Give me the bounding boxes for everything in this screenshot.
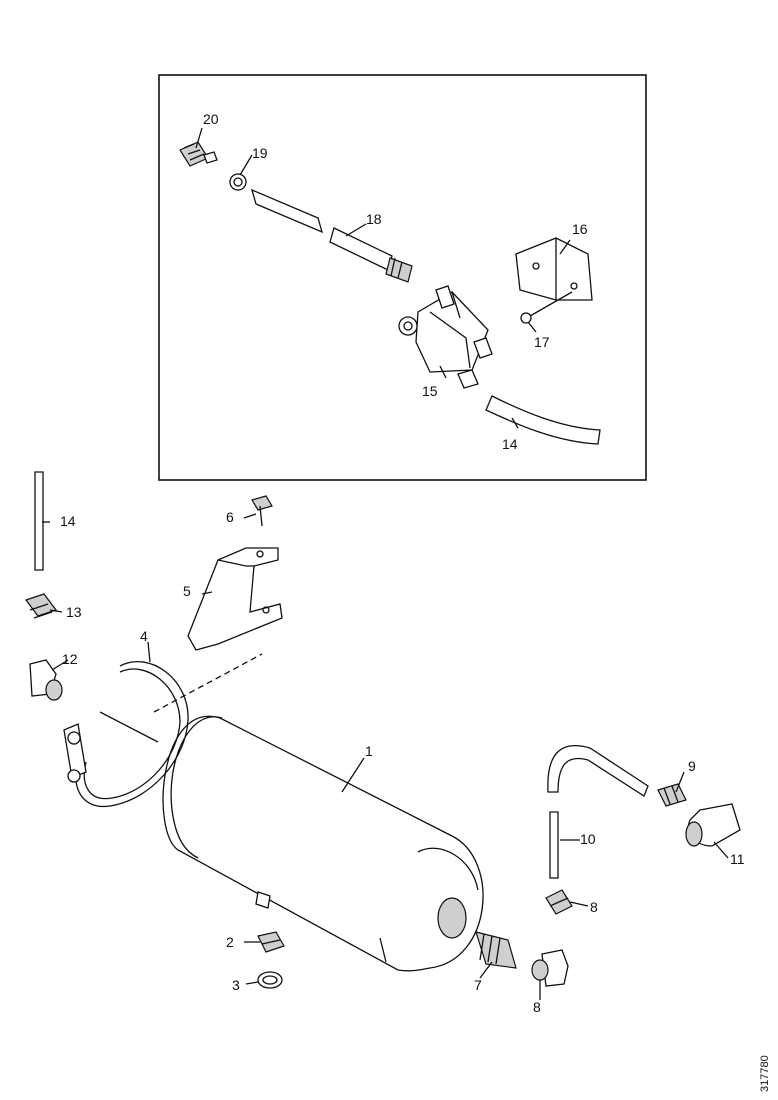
part-16-bracket <box>515 237 593 301</box>
part-17-screw <box>520 291 573 324</box>
part-6-bolt <box>251 495 273 527</box>
callout-5: 5 <box>183 583 191 599</box>
callout-13: 13 <box>66 604 82 620</box>
callout-17: 17 <box>534 334 550 350</box>
part-7-connector <box>475 931 517 969</box>
part-2-drain-plug <box>257 931 285 953</box>
callout-16: 16 <box>572 221 588 237</box>
part-18-hose-fitting <box>385 257 413 283</box>
callout-6: 6 <box>226 509 234 525</box>
part-14-pipe-left <box>34 471 44 571</box>
part-14-hose-inset <box>485 395 601 445</box>
leader-lines <box>42 513 729 1000</box>
callout-2: 2 <box>226 934 234 950</box>
part-5-bracket <box>187 547 283 651</box>
callout-8-lower: 8 <box>533 999 541 1015</box>
callout-3: 3 <box>232 977 240 993</box>
callout-15: 15 <box>422 383 438 399</box>
part-10-pipe <box>547 745 649 879</box>
detail-inset <box>158 74 647 481</box>
part-11-valve <box>685 803 741 847</box>
callout-14-inset: 14 <box>502 436 518 452</box>
callout-20: 20 <box>203 111 219 127</box>
callout-18: 18 <box>366 211 382 227</box>
strap-tie-rods <box>99 653 263 743</box>
part-19-nut <box>229 173 247 191</box>
figure-number: 317780 <box>759 1055 771 1092</box>
part-1-air-tank <box>162 715 484 972</box>
part-9-fitting-upper <box>657 783 687 807</box>
part-9-fitting-lower <box>545 889 573 915</box>
part-8-elbow <box>531 949 569 987</box>
part-15-valve-block <box>398 285 493 389</box>
callout-1: 1 <box>365 743 373 759</box>
part-3-o-ring <box>257 971 283 989</box>
callout-8-upper: 8 <box>590 899 598 915</box>
callout-12: 12 <box>62 651 78 667</box>
part-12-elbow <box>29 659 63 701</box>
part-20-fitting <box>179 141 218 167</box>
callout-7: 7 <box>474 977 482 993</box>
part-4-tank-strap <box>63 661 189 808</box>
callout-9-upper: 9 <box>688 758 696 774</box>
callout-11: 11 <box>730 851 745 867</box>
part-13-fitting <box>25 593 57 619</box>
callout-19: 19 <box>252 145 268 161</box>
callout-14-main: 14 <box>60 513 76 529</box>
callout-4: 4 <box>140 628 148 644</box>
callout-10: 10 <box>580 831 596 847</box>
